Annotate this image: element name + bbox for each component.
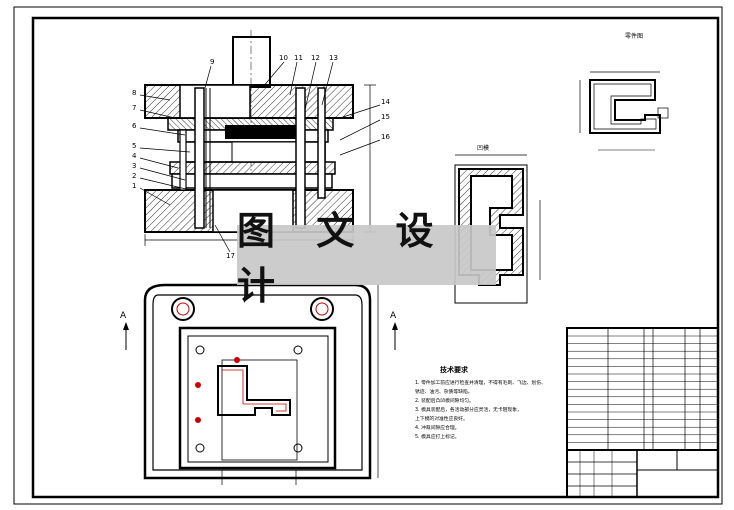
leader-lines [139,61,381,253]
technical-notes: 技术要求 1. 零件加工前应进行检查并清理，不得有毛刺、飞边、划伤、 锈迹、油污… [415,365,546,440]
notes-line-5: 上下模的对准性应良好。 [415,415,468,422]
label-14: 14 [381,98,390,106]
plan-view [123,283,398,485]
label-13: 13 [329,54,338,62]
part-detail-title: 零件图 [625,32,643,40]
notes-line-7: 5. 模具应打上标记。 [415,433,459,440]
label-5: 5 [132,142,136,150]
notes-title: 技术要求 [440,365,469,374]
label-9: 9 [210,58,214,66]
label-3: 3 [132,162,136,170]
inner-frame [31,16,720,499]
label-16: 16 [381,133,390,141]
label-2: 2 [132,172,136,180]
part-detail-view [579,71,669,151]
label-12: 12 [311,54,320,62]
watermark-text: 图 文 设 计 [237,208,448,308]
notes-line-3: 2. 装配后凸凹模间隙均匀。 [415,397,474,404]
label-4: 4 [132,152,137,160]
notes-line-1: 1. 零件加工前应进行检查并清理，不得有毛刺、飞边、划伤、 [415,379,546,386]
label-11: 11 [294,54,303,62]
label-10: 10 [279,54,288,62]
label-1: 1 [132,182,136,190]
view-mark-a-right: A [390,311,397,321]
watermark-banner: 图 文 设 计 [237,208,496,308]
label-17: 17 [226,252,235,260]
leader-labels: 8 7 6 5 4 3 2 1 9 10 11 12 13 14 15 16 1… [132,54,390,260]
die-section-title: 凹模 [477,144,489,152]
label-15: 15 [381,113,390,121]
label-8: 8 [132,89,136,97]
notes-line-2: 锈迹、油污、杂质等缺陷。 [415,388,473,395]
notes-line-6: 4. 冲裁间隙应合理。 [415,424,459,431]
title-block [566,449,719,498]
label-6: 6 [132,122,137,130]
view-mark-a-left: A [120,311,127,321]
notes-line-4: 3. 模具装配后，各活动部分应灵活，无卡阻现象， [415,406,522,413]
parts-list-table [566,327,719,451]
label-7: 7 [132,104,136,112]
